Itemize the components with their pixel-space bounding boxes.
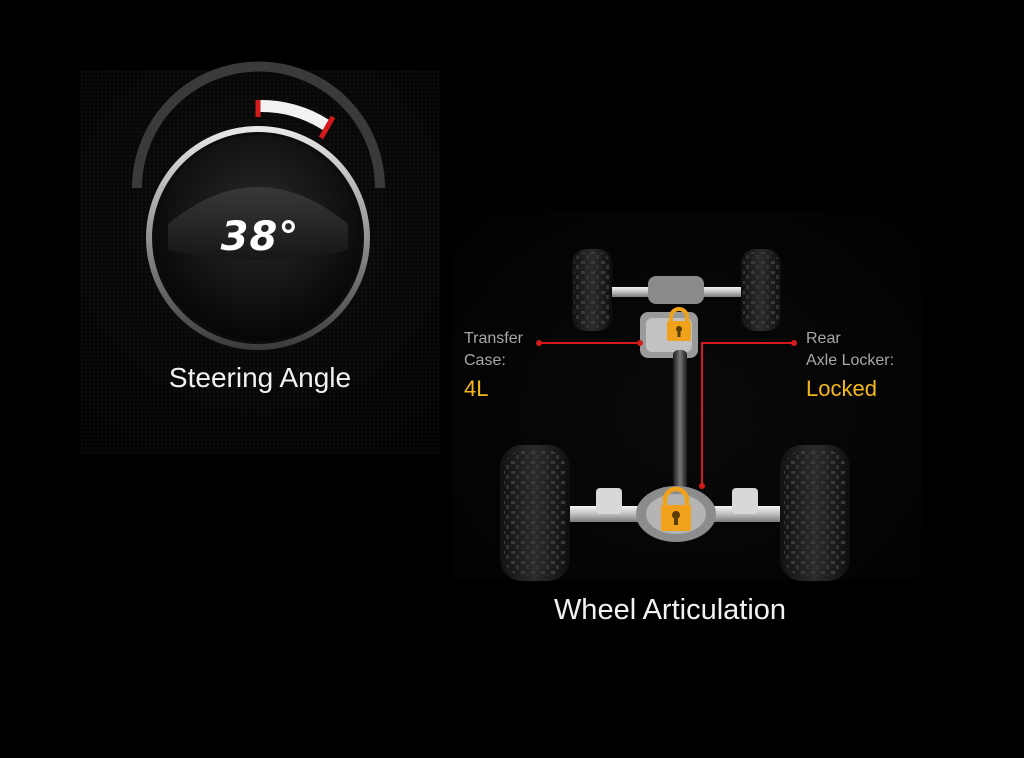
front-left-tire [572, 249, 612, 331]
padlock-icon [661, 486, 691, 531]
rear-locker-title-line2: Axle Locker: [806, 352, 895, 369]
rear-right-tire [780, 445, 850, 581]
padlock-icon [667, 307, 691, 341]
transfer-case-value: 4L [464, 376, 489, 401]
gauge-fill [257, 99, 330, 131]
rear-locker-value: Locked [806, 376, 877, 401]
rear-left-tire [500, 445, 570, 581]
transfer-case-title-line2: Case: [464, 352, 506, 369]
rear-locker-callout-line [699, 340, 797, 489]
rear-locker-title-line1: Rear [806, 330, 841, 347]
front-diff-housing [648, 276, 704, 304]
front-right-tire [741, 249, 781, 331]
steering-angle-label: Steering Angle [168, 362, 352, 393]
steering-angle-value: 38° [220, 214, 300, 260]
driveshaft [673, 350, 687, 500]
wheel-articulation-label: Wheel Articulation [553, 594, 787, 626]
transfer-case-title-line1: Transfer [464, 330, 523, 347]
gauge-indicator-tick [318, 115, 336, 140]
transfer-case-callout-line [536, 340, 643, 346]
gauge-cap [168, 187, 348, 260]
gauge-track [132, 61, 385, 189]
